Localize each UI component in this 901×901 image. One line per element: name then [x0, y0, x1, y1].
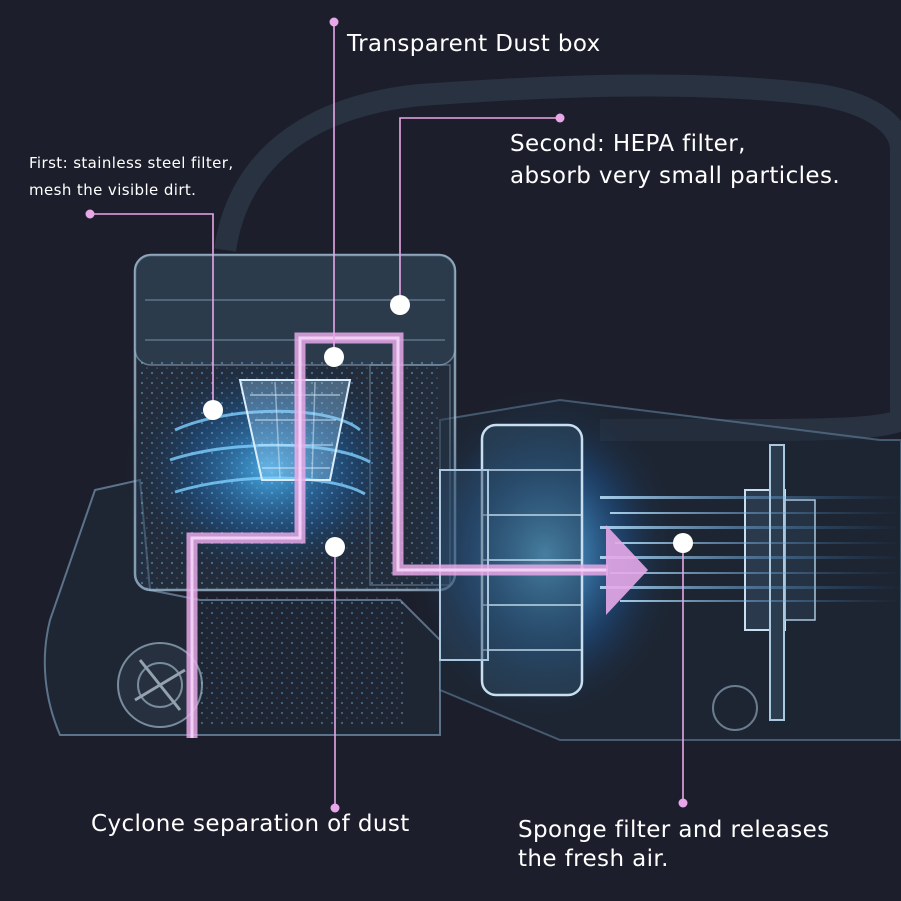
airflow-path [186, 332, 648, 738]
leader-end-dots [85, 17, 688, 813]
air-streaks [600, 496, 901, 602]
callout-markers [203, 295, 693, 557]
airflow-arrowhead [606, 525, 648, 615]
callout-hepa-line-2: absorb very small particles. [510, 163, 841, 189]
leader-lines [90, 22, 684, 808]
handle-outline [214, 74, 901, 441]
callout-steel-filter: First: stainless steel filter, mesh the … [29, 150, 234, 204]
callout-steel-line-2: mesh the visible dirt. [29, 181, 197, 199]
marker-dust-box [324, 347, 344, 367]
callout-cyclone: Cyclone separation of dust [91, 811, 410, 837]
callout-hepa-filter: Second: HEPA filter, absorb very small p… [510, 128, 840, 192]
marker-steel-filter [203, 400, 223, 420]
motor-fan [405, 385, 685, 725]
callout-dust-box: Transparent Dust box [347, 31, 601, 57]
particle-field [195, 595, 405, 725]
marker-hepa [390, 295, 410, 315]
callout-sponge-line-1: Sponge filter and releases [518, 817, 830, 843]
callout-steel-line-1: First: stainless steel filter, [29, 154, 234, 172]
callout-sponge-line-2: the fresh air. [518, 846, 669, 872]
marker-sponge [673, 533, 693, 553]
marker-cyclone [325, 537, 345, 557]
callout-hepa-line-1: Second: HEPA filter, [510, 131, 746, 157]
callout-sponge-filter: Sponge filter and releases the fresh air… [518, 816, 830, 874]
